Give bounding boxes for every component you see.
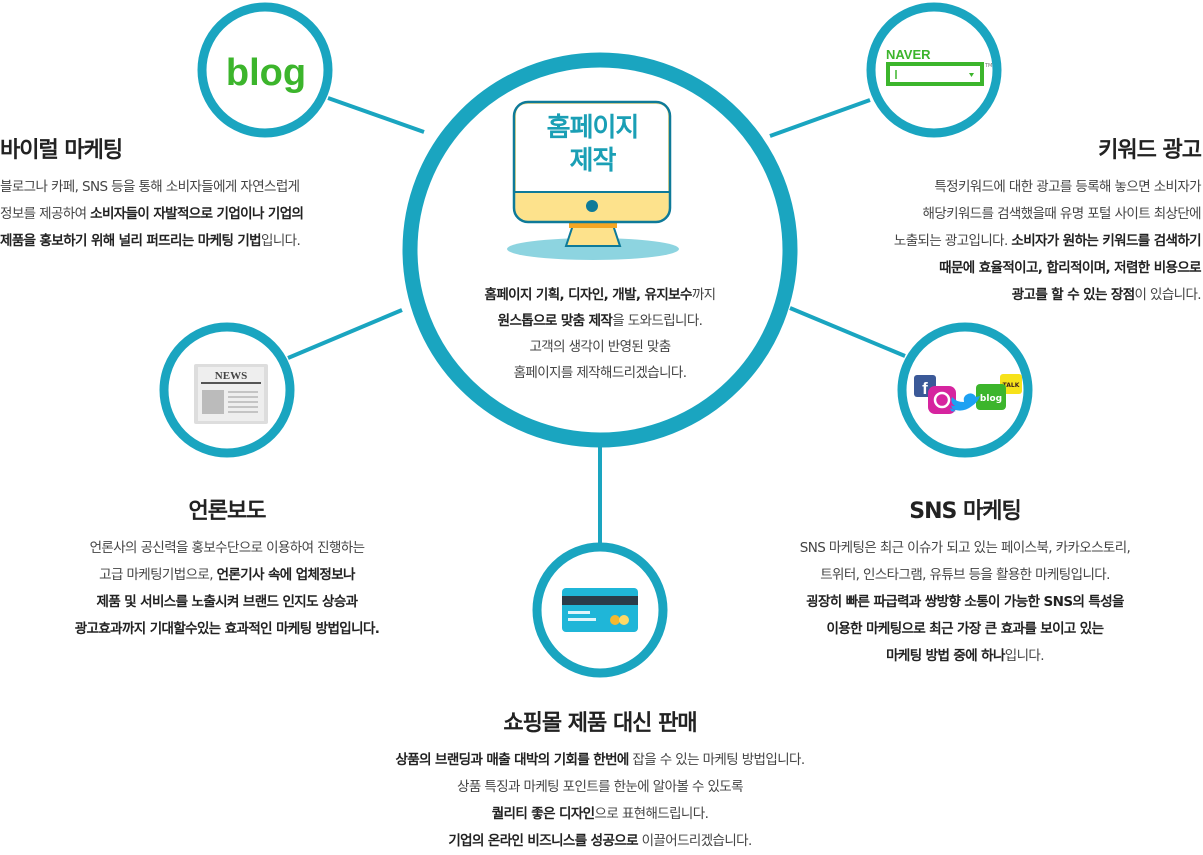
text: 상품 특징과 마케팅 포인트를 한눈에 알아볼 수 있도록 [457, 779, 743, 795]
description-line: 광고를 할 수 있는 장점이 있습니다. [894, 282, 1202, 309]
emphasis-text: 홈페이지 기획, 디자인, 개발, 유지보수 [484, 287, 693, 303]
svg-text:NEWS: NEWS [215, 370, 247, 382]
emphasis-text: 마케팅 방법 중에 하나 [886, 648, 1005, 664]
emphasis-text: 퀄리티 좋은 디자인 [491, 806, 595, 822]
blog-logo-icon: blog [226, 52, 306, 94]
description-line: 기업의 온라인 비즈니스를 성공으로 이끌어드리겠습니다. [300, 828, 900, 855]
blog-circle [197, 2, 333, 138]
section-title: SNS 마케팅 [909, 499, 1021, 524]
connector-news [287, 308, 403, 360]
text: 노출되는 광고입니다. [893, 233, 1012, 249]
emphasis-text: 광고를 할 수 있는 장점 [1011, 287, 1135, 303]
credit-card-icon [562, 588, 638, 632]
text: 고급 마케팅기법으로, [99, 567, 217, 583]
text: 을 도와드립니다. [612, 313, 703, 329]
emphasis-text: 때문에 효율적이고, 합리적이며, 저렴한 비용으로 [939, 260, 1201, 276]
naver-search-icon: NAVER TM [886, 47, 992, 86]
description-line: 광고효과까지 기대할수있는 효과적인 마케팅 방법입니다. [27, 616, 427, 643]
description-line: 고객의 생각이 반영된 맞춤 [420, 334, 780, 360]
text: 입니다. [1004, 648, 1045, 664]
emphasis-text: 상품의 브랜딩과 매출 대박의 기회를 한번에 [395, 752, 629, 768]
description-line: 특정키워드에 대한 광고를 등록해 놓으면 소비자가 [894, 174, 1201, 201]
connector-sns [789, 306, 906, 358]
description-line: 홈페이지 기획, 디자인, 개발, 유지보수까지 [420, 282, 780, 308]
emphasis-text: 소비자가 원하는 키워드를 검색하기 [1011, 233, 1201, 249]
text: 블로그나 카페, SNS 등을 통해 소비자들에게 자연스럽게 [0, 179, 300, 195]
description-line: 상품의 브랜딩과 매출 대박의 기회를 한번에 잡을 수 있는 마케팅 방법입니… [300, 747, 900, 774]
description-line: 해당키워드를 검색했을때 유명 포털 사이트 최상단에 [894, 201, 1202, 228]
description-line: 제품을 홍보하기 위해 널리 퍼뜨리는 마케팅 기법입니다. [0, 228, 303, 255]
emphasis-text: 굉장히 빠른 파급력과 쌍방향 소통이 가능한 SNS의 특성을 [806, 594, 1124, 610]
text: 언론사의 공신력을 홍보수단으로 이용하여 진행하는 [89, 540, 365, 556]
emphasis-text: 기업의 온라인 비즈니스를 성공으로 [448, 833, 638, 849]
text: 까지 [691, 287, 716, 303]
description-line: 정보를 제공하여 소비자들이 자발적으로 기업이나 기업의 [0, 201, 304, 228]
emphasis-text: 광고효과까지 기대할수있는 효과적인 마케팅 방법입니다. [74, 621, 380, 637]
text: 이끌어드리겠습니다. [637, 833, 753, 849]
description-line: 이용한 마케팅으로 최근 가장 큰 효과를 보이고 있는 [745, 616, 1185, 643]
instagram-icon [928, 386, 956, 414]
section-title: 쇼핑몰 제품 대신 판매 [503, 711, 697, 736]
svg-text:blog: blog [980, 394, 1002, 404]
text: 으로 표현해드립니다. [594, 806, 709, 822]
description-line: 노출되는 광고입니다. 소비자가 원하는 키워드를 검색하기 [893, 228, 1202, 255]
section-title: 키워드 광고 [1098, 138, 1202, 163]
description-line: 원스톱으로 맞춤 제작을 도와드립니다. [420, 308, 780, 334]
description-line: SNS 마케팅은 최근 이슈가 되고 있는 페이스북, 카카오스토리, [745, 535, 1185, 562]
emphasis-text: 제품을 홍보하기 위해 널리 퍼뜨리는 마케팅 기법 [0, 233, 262, 249]
text: 해당키워드를 검색했을때 유명 포털 사이트 최상단에 [922, 206, 1202, 222]
description-line: 굉장히 빠른 파급력과 쌍방향 소통이 가능한 SNS의 특성을 [745, 589, 1185, 616]
svg-text:TALK: TALK [1003, 382, 1020, 389]
svg-text:f: f [922, 379, 928, 398]
description-line: 블로그나 카페, SNS 등을 통해 소비자들에게 자연스럽게 [0, 174, 303, 201]
naver-blog-icon [976, 384, 1006, 410]
description-line: 제품 및 서비스를 노출시켜 브랜드 인지도 상승과 [27, 589, 427, 616]
section-title: 바이럴 마케팅 [0, 138, 123, 163]
text: 고객의 생각이 반영된 맞춤 [529, 339, 671, 355]
section-title: 언론보도 [188, 499, 267, 524]
svg-text:TM: TM [984, 63, 992, 69]
emphasis-text: 언론기사 속에 업체정보나 [216, 567, 356, 583]
text: 잡을 수 있는 마케팅 방법입니다. [628, 752, 805, 768]
connector-naver [769, 98, 871, 138]
description-line: 고급 마케팅기법으로, 언론기사 속에 업체정보나 [27, 562, 427, 589]
text: 특정키워드에 대한 광고를 등록해 놓으면 소비자가 [934, 179, 1201, 195]
emphasis-text: 이용한 마케팅으로 최근 가장 큰 효과를 보이고 있는 [826, 621, 1105, 637]
description-line: 마케팅 방법 중에 하나입니다. [745, 643, 1185, 670]
sns-marketing-section: SNS 마케팅 SNS 마케팅은 최근 이슈가 되고 있는 페이스북, 카카오스토… [745, 497, 1185, 670]
text: 홈페이지를 제작해드리겠습니다. [513, 365, 687, 381]
sns-icons: f TALK blog [914, 374, 1022, 414]
emphasis-text: 소비자들이 자발적으로 기업이나 기업의 [90, 206, 304, 222]
text: 입니다. [261, 233, 301, 249]
monitor-icon [507, 100, 679, 260]
newspaper-icon: NEWS [194, 364, 268, 424]
description-line: 상품 특징과 마케팅 포인트를 한눈에 알아볼 수 있도록 [300, 774, 900, 801]
sns-circle [897, 322, 1033, 458]
description-line: 퀄리티 좋은 디자인으로 표현해드립니다. [300, 801, 900, 828]
svg-text:NAVER: NAVER [886, 47, 931, 62]
description-line: 언론사의 공신력을 홍보수단으로 이용하여 진행하는 [27, 535, 427, 562]
text: SNS 마케팅은 최근 이슈가 되고 있는 페이스북, 카카오스토리, [799, 540, 1131, 556]
twitter-icon [950, 393, 980, 412]
text: 트위터, 인스타그램, 유튜브 등을 활용한 마케팅입니다. [820, 567, 1110, 583]
connector-blog [327, 96, 425, 134]
monitor-title: 홈페이지 제작 [546, 113, 640, 176]
text: 이 있습니다. [1134, 287, 1202, 303]
description-line: 트위터, 인스타그램, 유튜브 등을 활용한 마케팅입니다. [745, 562, 1185, 589]
emphasis-text: 제품 및 서비스를 노출시켜 브랜드 인지도 상승과 [96, 594, 359, 610]
description-line: 홈페이지를 제작해드리겠습니다. [420, 360, 780, 386]
text: 정보를 제공하여 [0, 206, 91, 222]
emphasis-text: 원스톱으로 맞춤 제작 [497, 313, 613, 329]
description-line: 때문에 효율적이고, 합리적이며, 저렴한 비용으로 [894, 255, 1201, 282]
